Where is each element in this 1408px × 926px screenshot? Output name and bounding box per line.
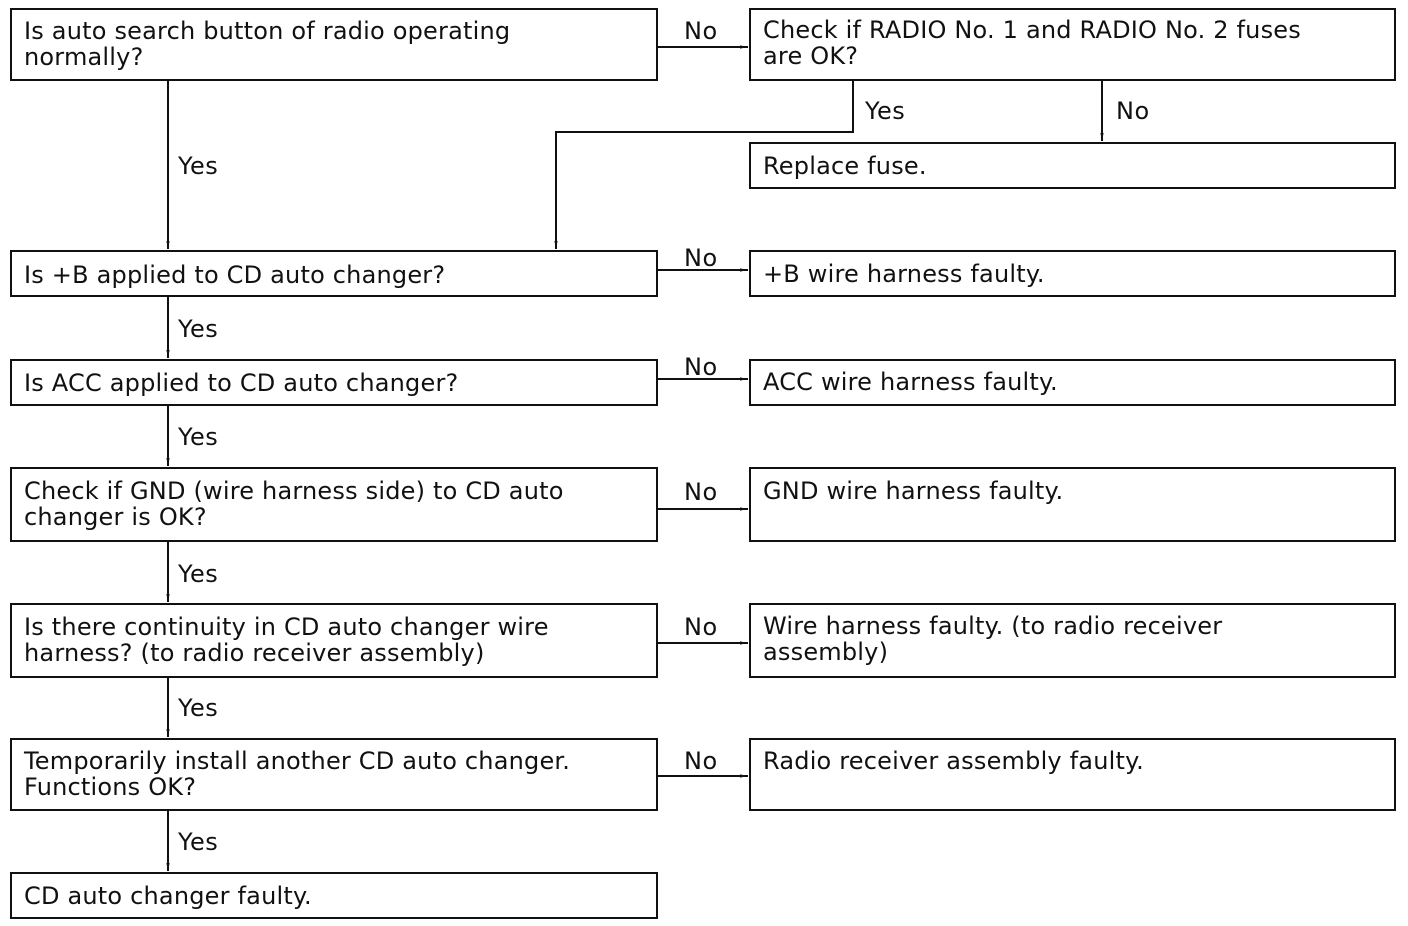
temp-install-box: Temporarily install another CD auto chan… — [10, 738, 658, 811]
label-no-plusb: No — [684, 244, 718, 272]
label-yes-cont: Yes — [178, 694, 219, 722]
label-yes-plusb: Yes — [178, 315, 219, 343]
label-yes-radio: Yes — [178, 152, 219, 180]
label-yes-gnd: Yes — [178, 560, 219, 588]
label-no-fuse: No — [1116, 97, 1150, 125]
acc-check-box: Is ACC applied to CD auto changer? — [10, 359, 658, 406]
fuse-check-box: Check if RADIO No. 1 and RADIO No. 2 fus… — [749, 8, 1396, 81]
label-yes-fuse: Yes — [865, 97, 906, 125]
gnd-check-box: Check if GND (wire harness side) to CD a… — [10, 467, 658, 542]
plusb-check-box: Is +B applied to CD auto changer? — [10, 250, 658, 297]
continuity-fault-box: Wire harness faulty. (to radio receiver … — [749, 603, 1396, 678]
replace-fuse-box: Replace fuse. — [749, 142, 1396, 189]
gnd-fault-box: GND wire harness faulty. — [749, 467, 1396, 542]
label-no-gnd: No — [684, 478, 718, 506]
label-yes-temp: Yes — [178, 828, 219, 856]
label-no-acc: No — [684, 353, 718, 381]
label-yes-acc: Yes — [178, 423, 219, 451]
plusb-fault-box: +B wire harness faulty. — [749, 250, 1396, 297]
label-no-temp: No — [684, 747, 718, 775]
label-no-cont: No — [684, 613, 718, 641]
label-no-radio: No — [684, 17, 718, 45]
continuity-check-box: Is there continuity in CD auto changer w… — [10, 603, 658, 678]
arrow-fuse-yes — [554, 81, 854, 249]
receiver-fault-box: Radio receiver assembly faulty. — [749, 738, 1396, 811]
acc-fault-box: ACC wire harness faulty. — [749, 359, 1396, 406]
changer-fault-box: CD auto changer faulty. — [10, 872, 658, 919]
radio-search-check-box: Is auto search button of radio operating… — [10, 8, 658, 81]
